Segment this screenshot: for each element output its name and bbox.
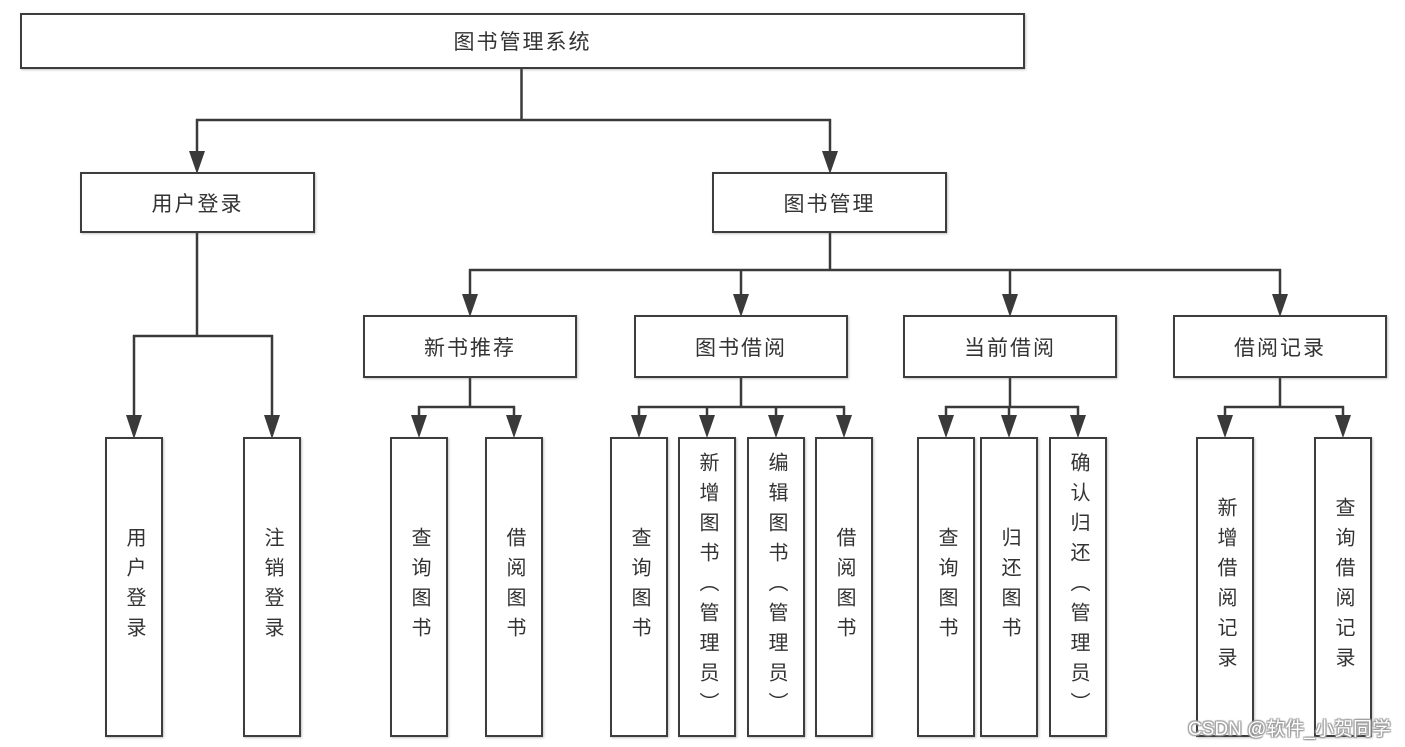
arrowhead — [768, 415, 784, 438]
arrowhead — [1070, 415, 1086, 438]
leaf-edit-books-admin: 编辑图书（管理员） — [747, 437, 805, 737]
leaf-confirm-return-admin-label: 确认归还（管理员） — [1067, 452, 1089, 722]
watermark: CSDN @软件_小贺同学 — [1188, 719, 1391, 740]
arrowhead — [822, 151, 838, 174]
leaf-query-borrow-record-label: 查询借阅记录 — [1332, 497, 1354, 677]
node-book-borrow: 图书借阅 — [634, 315, 848, 378]
arrowhead — [1002, 294, 1018, 317]
arrowhead — [506, 415, 522, 438]
arrowhead — [733, 294, 749, 317]
node-borrow-records-label: 借阅记录 — [1234, 336, 1326, 360]
arrowhead — [699, 415, 715, 438]
leaf-query-borrow-record: 查询借阅记录 — [1314, 437, 1372, 737]
node-user-login: 用户登录 — [80, 172, 315, 233]
arrowhead — [1217, 415, 1233, 438]
leaf-user-login: 用户登录 — [105, 437, 163, 737]
leaf-add-books-admin-label: 新增图书（管理员） — [696, 452, 718, 722]
node-book-management-label: 图书管理 — [783, 192, 876, 216]
arrowhead — [1272, 294, 1288, 317]
node-user-login-label: 用户登录 — [151, 192, 244, 216]
leaf-query-books-borrow-label: 查询图书 — [628, 527, 650, 647]
node-current-borrow-label: 当前借阅 — [964, 336, 1056, 360]
leaf-edit-books-admin-label: 编辑图书（管理员） — [765, 452, 787, 722]
leaf-query-books-borrow: 查询图书 — [610, 437, 668, 737]
leaf-user-login-label: 用户登录 — [123, 527, 145, 647]
node-book-borrow-label: 图书借阅 — [695, 336, 787, 360]
arrowhead — [938, 415, 954, 438]
leaf-logout-label: 注销登录 — [261, 527, 283, 647]
leaf-new-borrow-record: 新增借阅记录 — [1196, 437, 1254, 737]
leaf-query-books-recommend: 查询图书 — [390, 437, 448, 737]
leaf-borrow-books-borrow-label: 借阅图书 — [833, 527, 855, 647]
arrowhead — [411, 415, 427, 438]
node-new-book-recommend-label: 新书推荐 — [424, 336, 516, 360]
leaf-query-books-current-label: 查询图书 — [935, 527, 957, 647]
node-root: 图书管理系统 — [20, 13, 1025, 69]
leaf-query-books-current: 查询图书 — [917, 437, 975, 737]
leaf-borrow-books-recommend: 借阅图书 — [485, 437, 543, 737]
arrowhead — [1335, 415, 1351, 438]
leaf-logout: 注销登录 — [243, 437, 301, 737]
arrowhead — [836, 415, 852, 438]
node-current-borrow: 当前借阅 — [903, 315, 1117, 378]
leaf-confirm-return-admin: 确认归还（管理员） — [1049, 437, 1107, 737]
arrowhead — [264, 415, 280, 439]
leaf-new-borrow-record-label: 新增借阅记录 — [1214, 497, 1236, 677]
arrowhead — [189, 151, 205, 174]
arrowhead — [126, 415, 142, 439]
arrowhead — [462, 294, 478, 317]
leaf-add-books-admin: 新增图书（管理员） — [678, 437, 736, 737]
leaf-query-books-recommend-label: 查询图书 — [408, 527, 430, 647]
leaf-borrow-books-recommend-label: 借阅图书 — [503, 527, 525, 647]
arrowhead — [631, 415, 647, 438]
leaf-return-books-label: 归还图书 — [998, 527, 1020, 647]
arrowhead — [1001, 415, 1017, 438]
node-new-book-recommend: 新书推荐 — [363, 315, 577, 378]
leaf-return-books: 归还图书 — [980, 437, 1038, 737]
node-root-label: 图书管理系统 — [453, 31, 592, 54]
node-book-management: 图书管理 — [712, 172, 947, 233]
leaf-borrow-books-borrow: 借阅图书 — [815, 437, 873, 737]
node-borrow-records: 借阅记录 — [1173, 315, 1387, 378]
